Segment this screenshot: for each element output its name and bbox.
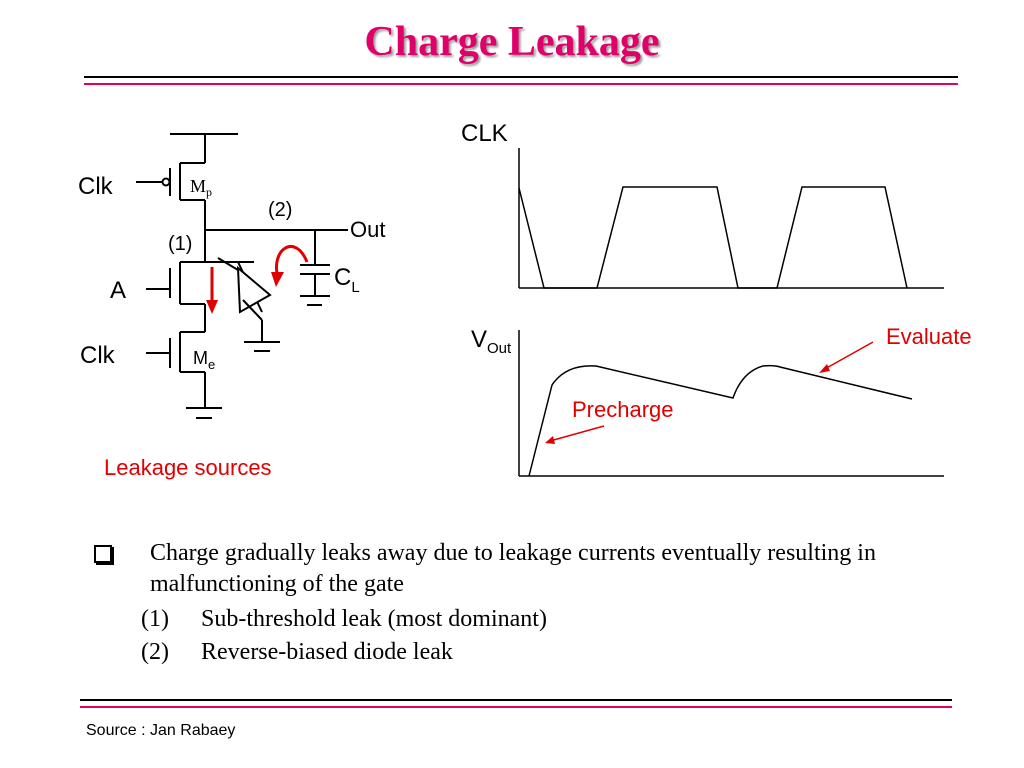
bullet-text: Charge gradually leaks away due to leaka… [150, 540, 876, 597]
vout-waveform [518, 330, 944, 477]
label-1: (1) [168, 233, 192, 255]
clk-top-label: Clk [78, 173, 114, 200]
sub-item-1-text: Sub-threshold leak (most dominant) [201, 606, 547, 632]
out-label: Out [350, 217, 385, 242]
diode-wire [217, 257, 239, 271]
clk-bottom-label: Clk [80, 342, 116, 369]
sub-item-2-number: (2) [141, 639, 169, 665]
clk-waveform [518, 148, 944, 289]
leakage-caption: Leakage sources [104, 455, 272, 480]
precharge-arrow [545, 425, 605, 444]
evaluate-arrow [819, 341, 874, 373]
me-label: Me [193, 348, 215, 372]
source-credit: Source : Jan Rabaey [86, 722, 236, 739]
leakage-arrow-2 [271, 245, 309, 287]
leakage-arrow-1 [206, 267, 218, 314]
precharge-label: Precharge [572, 397, 674, 422]
label-2: (2) [268, 199, 292, 221]
cl-label: CL [334, 264, 360, 296]
slide-title: Charge Leakage [364, 19, 660, 65]
evaluate-label: Evaluate [886, 324, 972, 349]
vout-waveform-label: VOut [471, 326, 512, 357]
sub-item-1-number: (1) [141, 606, 169, 632]
dynamic-gate-circuit [136, 133, 348, 419]
a-label: A [110, 277, 126, 304]
clk-waveform-label: CLK [461, 120, 508, 147]
mp-label: Mp [190, 176, 212, 199]
sub-item-2-text: Reverse-biased diode leak [201, 639, 453, 665]
bullet-square-icon [94, 545, 112, 563]
